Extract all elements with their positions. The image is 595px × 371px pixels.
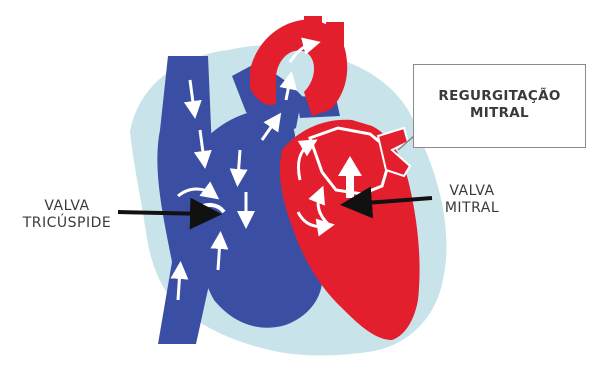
flow-arrow-icon bbox=[218, 240, 220, 270]
pointer-arrow-icon bbox=[118, 212, 210, 214]
mitral-valve-label: VALVA MITRAL bbox=[436, 183, 508, 217]
regurg-label-line1: REGURGITAÇÃO bbox=[413, 88, 586, 105]
mitral-label-line2: MITRAL bbox=[436, 200, 508, 217]
aorta-branch-1 bbox=[304, 16, 322, 36]
aorta-branch-2 bbox=[326, 22, 344, 46]
tricuspid-valve-label: VALVA TRICÚSPIDE bbox=[12, 198, 122, 232]
tricuspid-label-line1: VALVA bbox=[12, 198, 122, 215]
flow-arrow-icon bbox=[178, 270, 180, 300]
flow-arrow-icon bbox=[238, 150, 240, 178]
regurg-label-line2: MITRAL bbox=[413, 105, 586, 122]
mitral-label-line1: VALVA bbox=[436, 183, 508, 200]
regurgitation-label: REGURGITAÇÃO MITRAL bbox=[413, 88, 586, 122]
tricuspid-label-line2: TRICÚSPIDE bbox=[12, 215, 122, 232]
